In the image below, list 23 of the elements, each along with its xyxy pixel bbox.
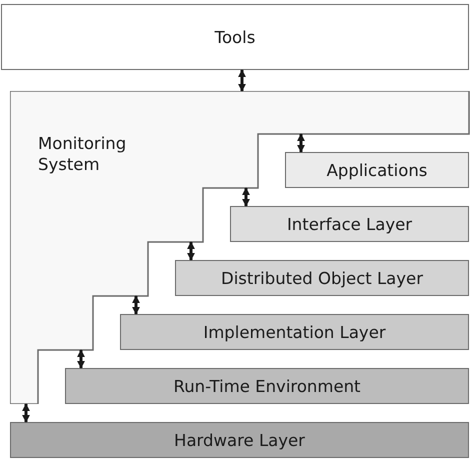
double-arrow [132,295,140,315]
box-label: Distributed Object Layer [221,268,423,288]
double-arrow [187,241,195,261]
layer-box [65,368,469,404]
double-arrow [297,133,305,153]
box-label: Hardware Layer [174,430,305,450]
double-arrow [238,69,246,92]
layer-box [285,152,469,188]
box-label: Applications [326,160,428,180]
box-label: Run-Time Environment [173,376,361,396]
tools-box [1,4,469,70]
double-arrow [22,403,30,423]
monitoring-outline [10,91,470,404]
layer-box [10,422,469,458]
double-arrow [242,187,250,207]
layer-box [230,206,469,242]
box-label: Interface Layer [286,214,412,234]
system-label: Monitoring System [38,133,128,176]
double-arrow [77,349,85,369]
layer-box [175,260,469,296]
box-label: Tools [214,28,256,46]
layer-box [120,314,469,350]
box-label: Implementation Layer [203,322,386,342]
